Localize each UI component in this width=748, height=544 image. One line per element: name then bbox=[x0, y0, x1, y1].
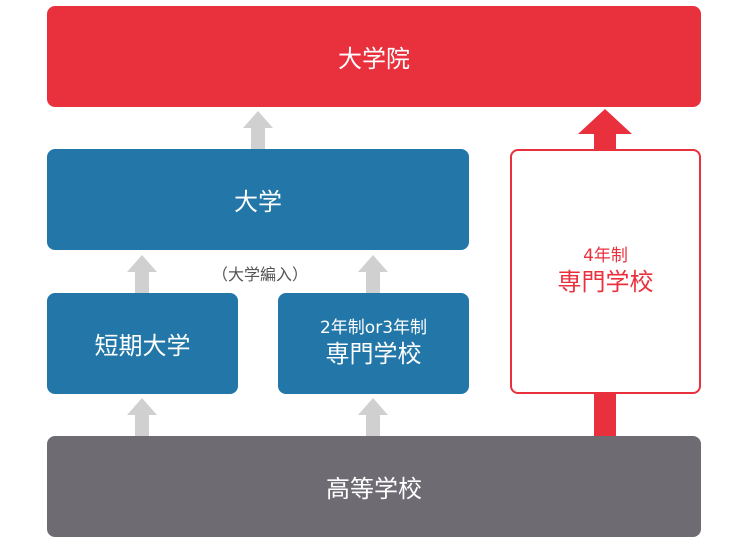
arrow-vocational4-to-graduate bbox=[578, 109, 632, 149]
arrow-highschool-to-junior bbox=[127, 398, 157, 436]
junior-college-box: 短期大学 bbox=[47, 293, 238, 394]
graduate-school-label: 大学院 bbox=[338, 45, 410, 73]
arrow-highschool-to-vocational bbox=[358, 398, 388, 436]
arrow-junior-to-university bbox=[127, 255, 157, 293]
university-label: 大学 bbox=[234, 188, 282, 216]
vocational-2-3-label: 専門学校 bbox=[325, 339, 422, 368]
vocational-2-3-years: 2年制or3年制 bbox=[319, 317, 428, 338]
junior-college-label: 短期大学 bbox=[94, 332, 191, 360]
arrow-highschool-to-vocational4 bbox=[594, 394, 616, 436]
vocational-4-years: 4年制 bbox=[583, 245, 628, 266]
high-school-box: 高等学校 bbox=[47, 436, 701, 537]
arrow-vocational-to-university bbox=[358, 255, 388, 293]
vocational-2-3-box: 2年制or3年制 専門学校 bbox=[278, 293, 469, 394]
arrow-university-to-graduate bbox=[243, 111, 273, 149]
vocational-4-label: 専門学校 bbox=[557, 267, 654, 296]
transfer-note: （大学編入） bbox=[211, 265, 308, 284]
vocational-4-box: 4年制 専門学校 bbox=[510, 149, 701, 394]
graduate-school-box: 大学院 bbox=[47, 6, 701, 107]
high-school-label: 高等学校 bbox=[326, 475, 422, 503]
university-box: 大学 bbox=[47, 149, 469, 250]
